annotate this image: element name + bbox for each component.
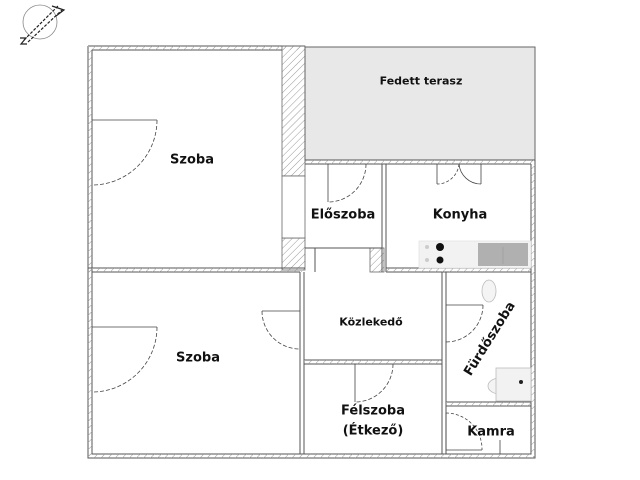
burner-icon	[436, 243, 444, 251]
interior-walls	[88, 159, 535, 454]
room-label-felszoba: Félszoba	[341, 403, 405, 419]
shower-icon	[495, 367, 532, 402]
terrace-area	[304, 46, 536, 161]
hatched-wall	[281, 45, 385, 273]
door-swings	[91, 119, 501, 454]
room-label-szoba-bottom: Szoba	[176, 350, 220, 366]
room-sublabel-etkezo: (Étkező)	[342, 423, 404, 439]
kitchen-counter	[418, 240, 532, 269]
north-arrow-icon	[19, 4, 66, 45]
bathroom-fixtures	[481, 279, 532, 402]
room-label-kozlekedo: Közlekedő	[339, 315, 403, 329]
room-label-eloszoba: Előszoba	[310, 207, 376, 223]
room-label-kamra: Kamra	[467, 424, 515, 440]
room-label-szoba-top: Szoba	[170, 152, 214, 168]
room-label-konyha: Konyha	[432, 207, 488, 223]
room-label-fedett-terasz: Fedett terasz	[379, 74, 463, 88]
toilet-icon	[481, 279, 497, 303]
